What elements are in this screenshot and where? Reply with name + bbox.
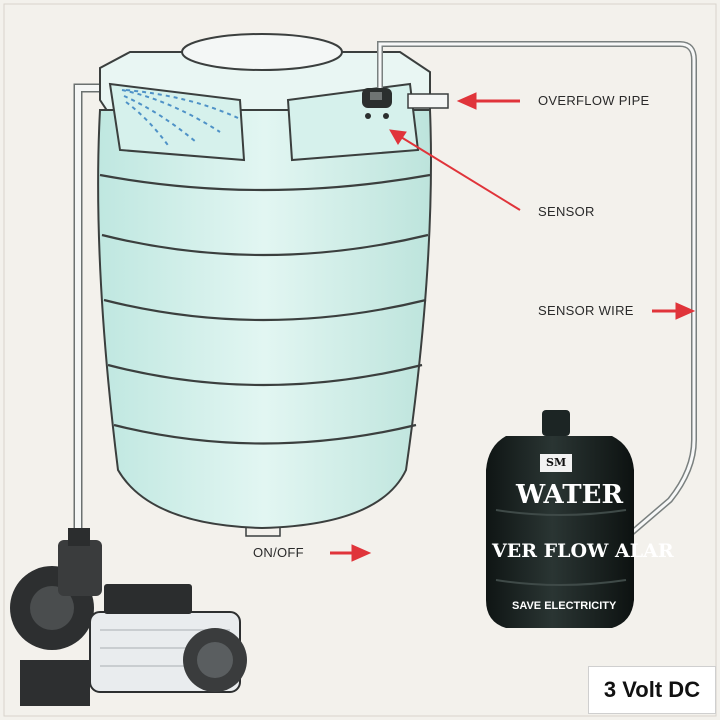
arrow-on-off [330,544,372,562]
label-on-off: ON/OFF [253,545,304,560]
arrow-sensor [389,129,521,211]
overflow-pipe [407,93,449,109]
label-sensor: SENSOR [538,204,595,219]
alarm-title-overflow: VER FLOW ALAR [492,540,674,562]
overflow-alarm-device [486,410,634,628]
voltage-label: 3 Volt DC [603,677,701,702]
label-overflow-pipe: OVERFLOW PIPE [538,93,650,108]
label-sensor-wire: SENSOR WIRE [538,303,634,318]
arrow-sensor-wire [652,302,696,320]
tank-ribs [99,173,431,445]
sensor-unit [362,88,392,119]
sensor-wire [377,41,697,563]
water-spray [121,89,239,149]
water-pump [10,528,247,706]
pump-terminal-box [104,584,192,614]
alarm-brand: SM [546,456,567,469]
arrow-overflow [456,92,520,110]
water-tank [97,33,432,537]
alarm-title-water: WATER [516,480,624,510]
alarm-tagline: SAVE ELECTRICITY [512,600,617,612]
voltage-badge: 3 Volt DC [588,666,716,714]
tank-lid [181,33,343,71]
tank-window-left [108,82,246,162]
